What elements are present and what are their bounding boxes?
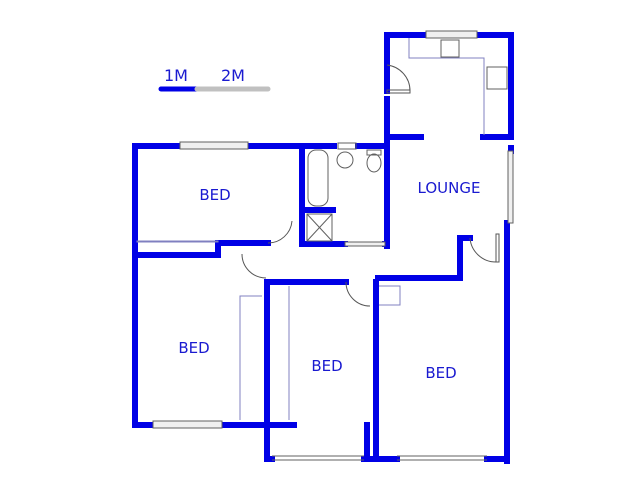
- scale-label-1m: 1M: [164, 66, 188, 85]
- fixtures: [136, 38, 508, 420]
- doors: [241, 64, 500, 307]
- room-label-bed-bottom-left: BED: [178, 339, 210, 357]
- room-label-lounge: LOUNGE: [417, 179, 481, 197]
- room-label-bed-top-left: BED: [199, 186, 231, 204]
- bath-fixtures: [306, 142, 382, 242]
- windows: [152, 30, 514, 461]
- room-label-bed-right: BED: [425, 364, 457, 382]
- walls: [132, 32, 514, 464]
- room-label-bed-middle: BED: [311, 357, 343, 375]
- scale-label-2m: 2M: [221, 66, 245, 85]
